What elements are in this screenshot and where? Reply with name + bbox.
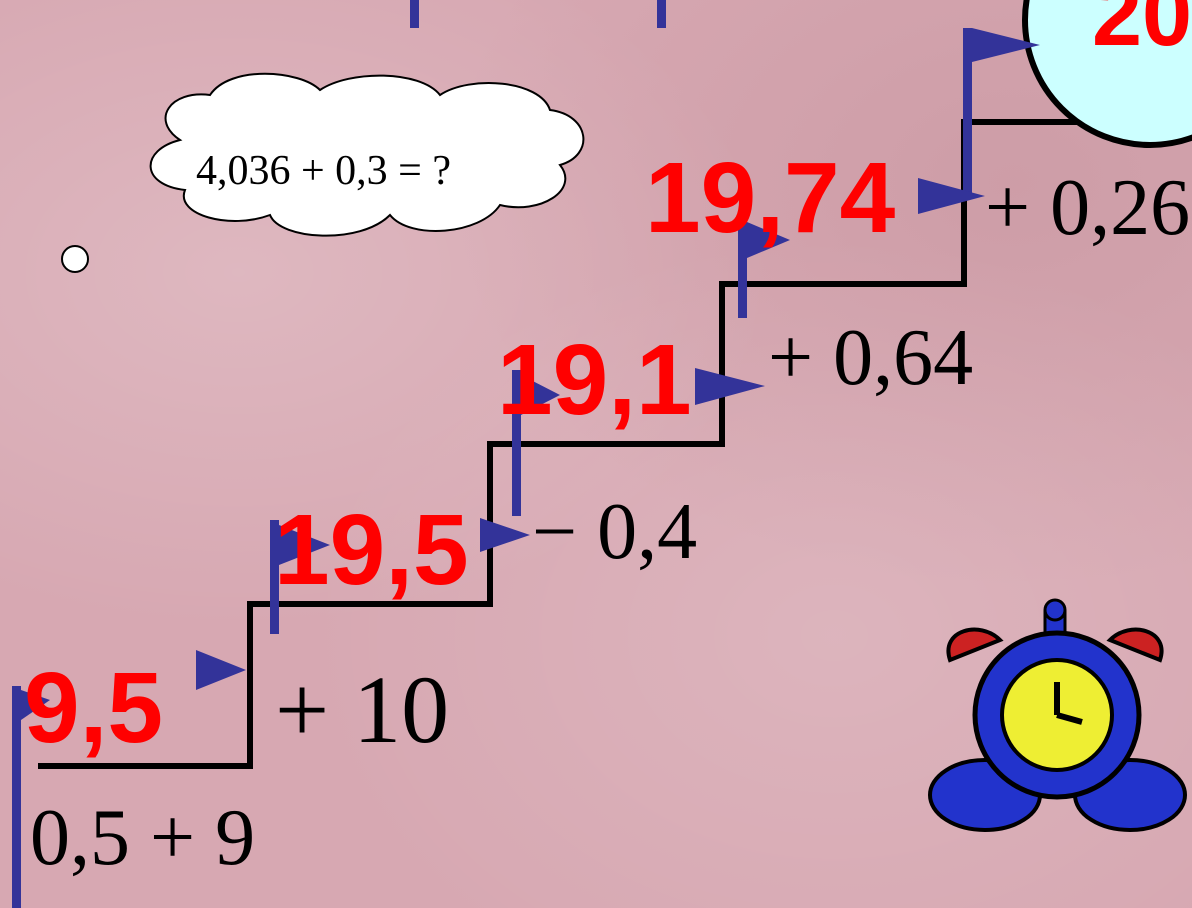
value-step-2: 19,5 xyxy=(274,500,469,600)
small-circle-icon xyxy=(62,246,88,272)
arrow-icon xyxy=(918,178,985,214)
value-step-3: 19,1 xyxy=(497,330,692,430)
alarm-clock-icon xyxy=(930,600,1185,830)
value-step-4: 19,74 xyxy=(645,148,895,248)
value-step-1: 9,5 xyxy=(24,658,163,758)
cloud-text: 4,036 + 0,3 = ? xyxy=(196,150,451,192)
operation-step-3: − 0,4 xyxy=(532,492,697,572)
arrow-icon xyxy=(695,368,765,405)
operation-step-5: + 0,26 xyxy=(985,168,1190,248)
operation-step-2: + 10 xyxy=(275,662,449,758)
flag-pole-partial xyxy=(410,0,419,28)
value-step-5: 20 xyxy=(1092,0,1192,60)
flag-pole-partial xyxy=(657,0,666,28)
arrow-icon xyxy=(196,650,246,690)
arrow-icon xyxy=(480,518,530,552)
operation-step-4: + 0,64 xyxy=(768,318,973,398)
operation-step-1: 0,5 + 9 xyxy=(30,798,255,878)
